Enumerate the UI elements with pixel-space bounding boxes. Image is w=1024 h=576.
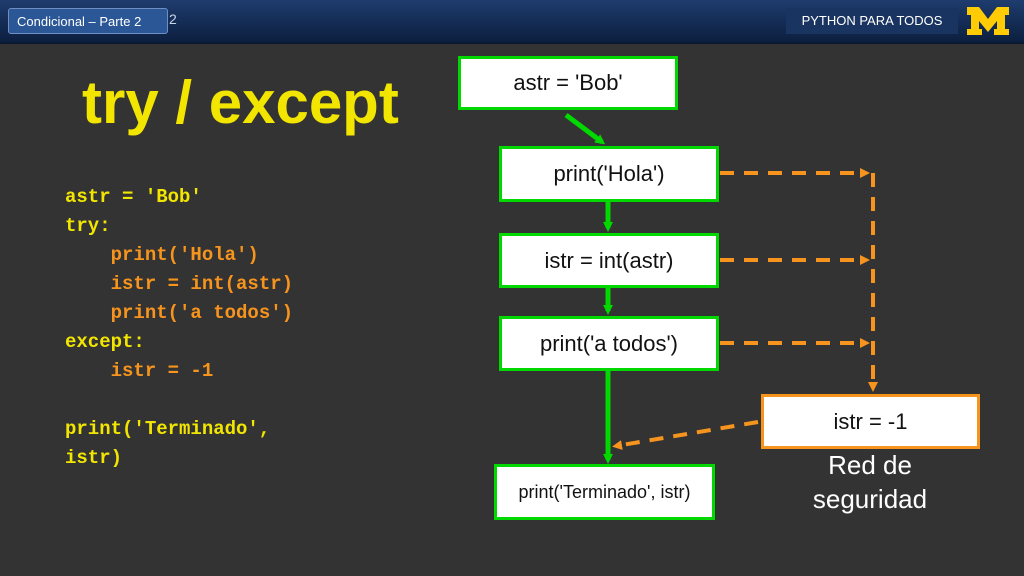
header-bar: Condicional – Parte 2 2 PYTHON PARA TODO… (0, 0, 1024, 44)
error-arrow-except-to-terminado (612, 420, 759, 450)
code-line: try: (65, 215, 111, 237)
flow-box-istr-int: istr = int(astr) (499, 233, 719, 288)
code-block: astr = 'Bob' try: print('Hola') istr = in… (65, 183, 293, 473)
lecture-tab-overflow-text: 2 (169, 11, 177, 27)
course-label: PYTHON PARA TODOS (786, 8, 958, 34)
code-line: istr = int(astr) (65, 273, 294, 295)
flow-box-except: istr = -1 (761, 394, 980, 449)
code-line: print('Terminado', (65, 418, 271, 440)
slide-title: try / except (82, 69, 399, 136)
code-line: except: (65, 331, 145, 353)
code-line: astr = 'Bob' (65, 186, 202, 208)
flow-box-print-terminado: print('Terminado', istr) (494, 464, 715, 520)
university-logo-icon (967, 7, 1009, 35)
code-line: print('Hola') (65, 244, 259, 266)
code-line: istr) (65, 447, 123, 469)
flow-box-print-hola: print('Hola') (499, 146, 719, 202)
flow-box-astr: astr = 'Bob' (458, 56, 678, 110)
flow-box-print-todos: print('a todos') (499, 316, 719, 371)
lecture-tab[interactable]: Condicional – Parte 2 (8, 8, 168, 34)
code-line: print('a todos') (65, 302, 294, 324)
code-line: istr = -1 (65, 360, 214, 382)
flow-arrow-astr-to-hola (564, 113, 606, 145)
safety-net-label: Red de seguridad (812, 450, 928, 514)
